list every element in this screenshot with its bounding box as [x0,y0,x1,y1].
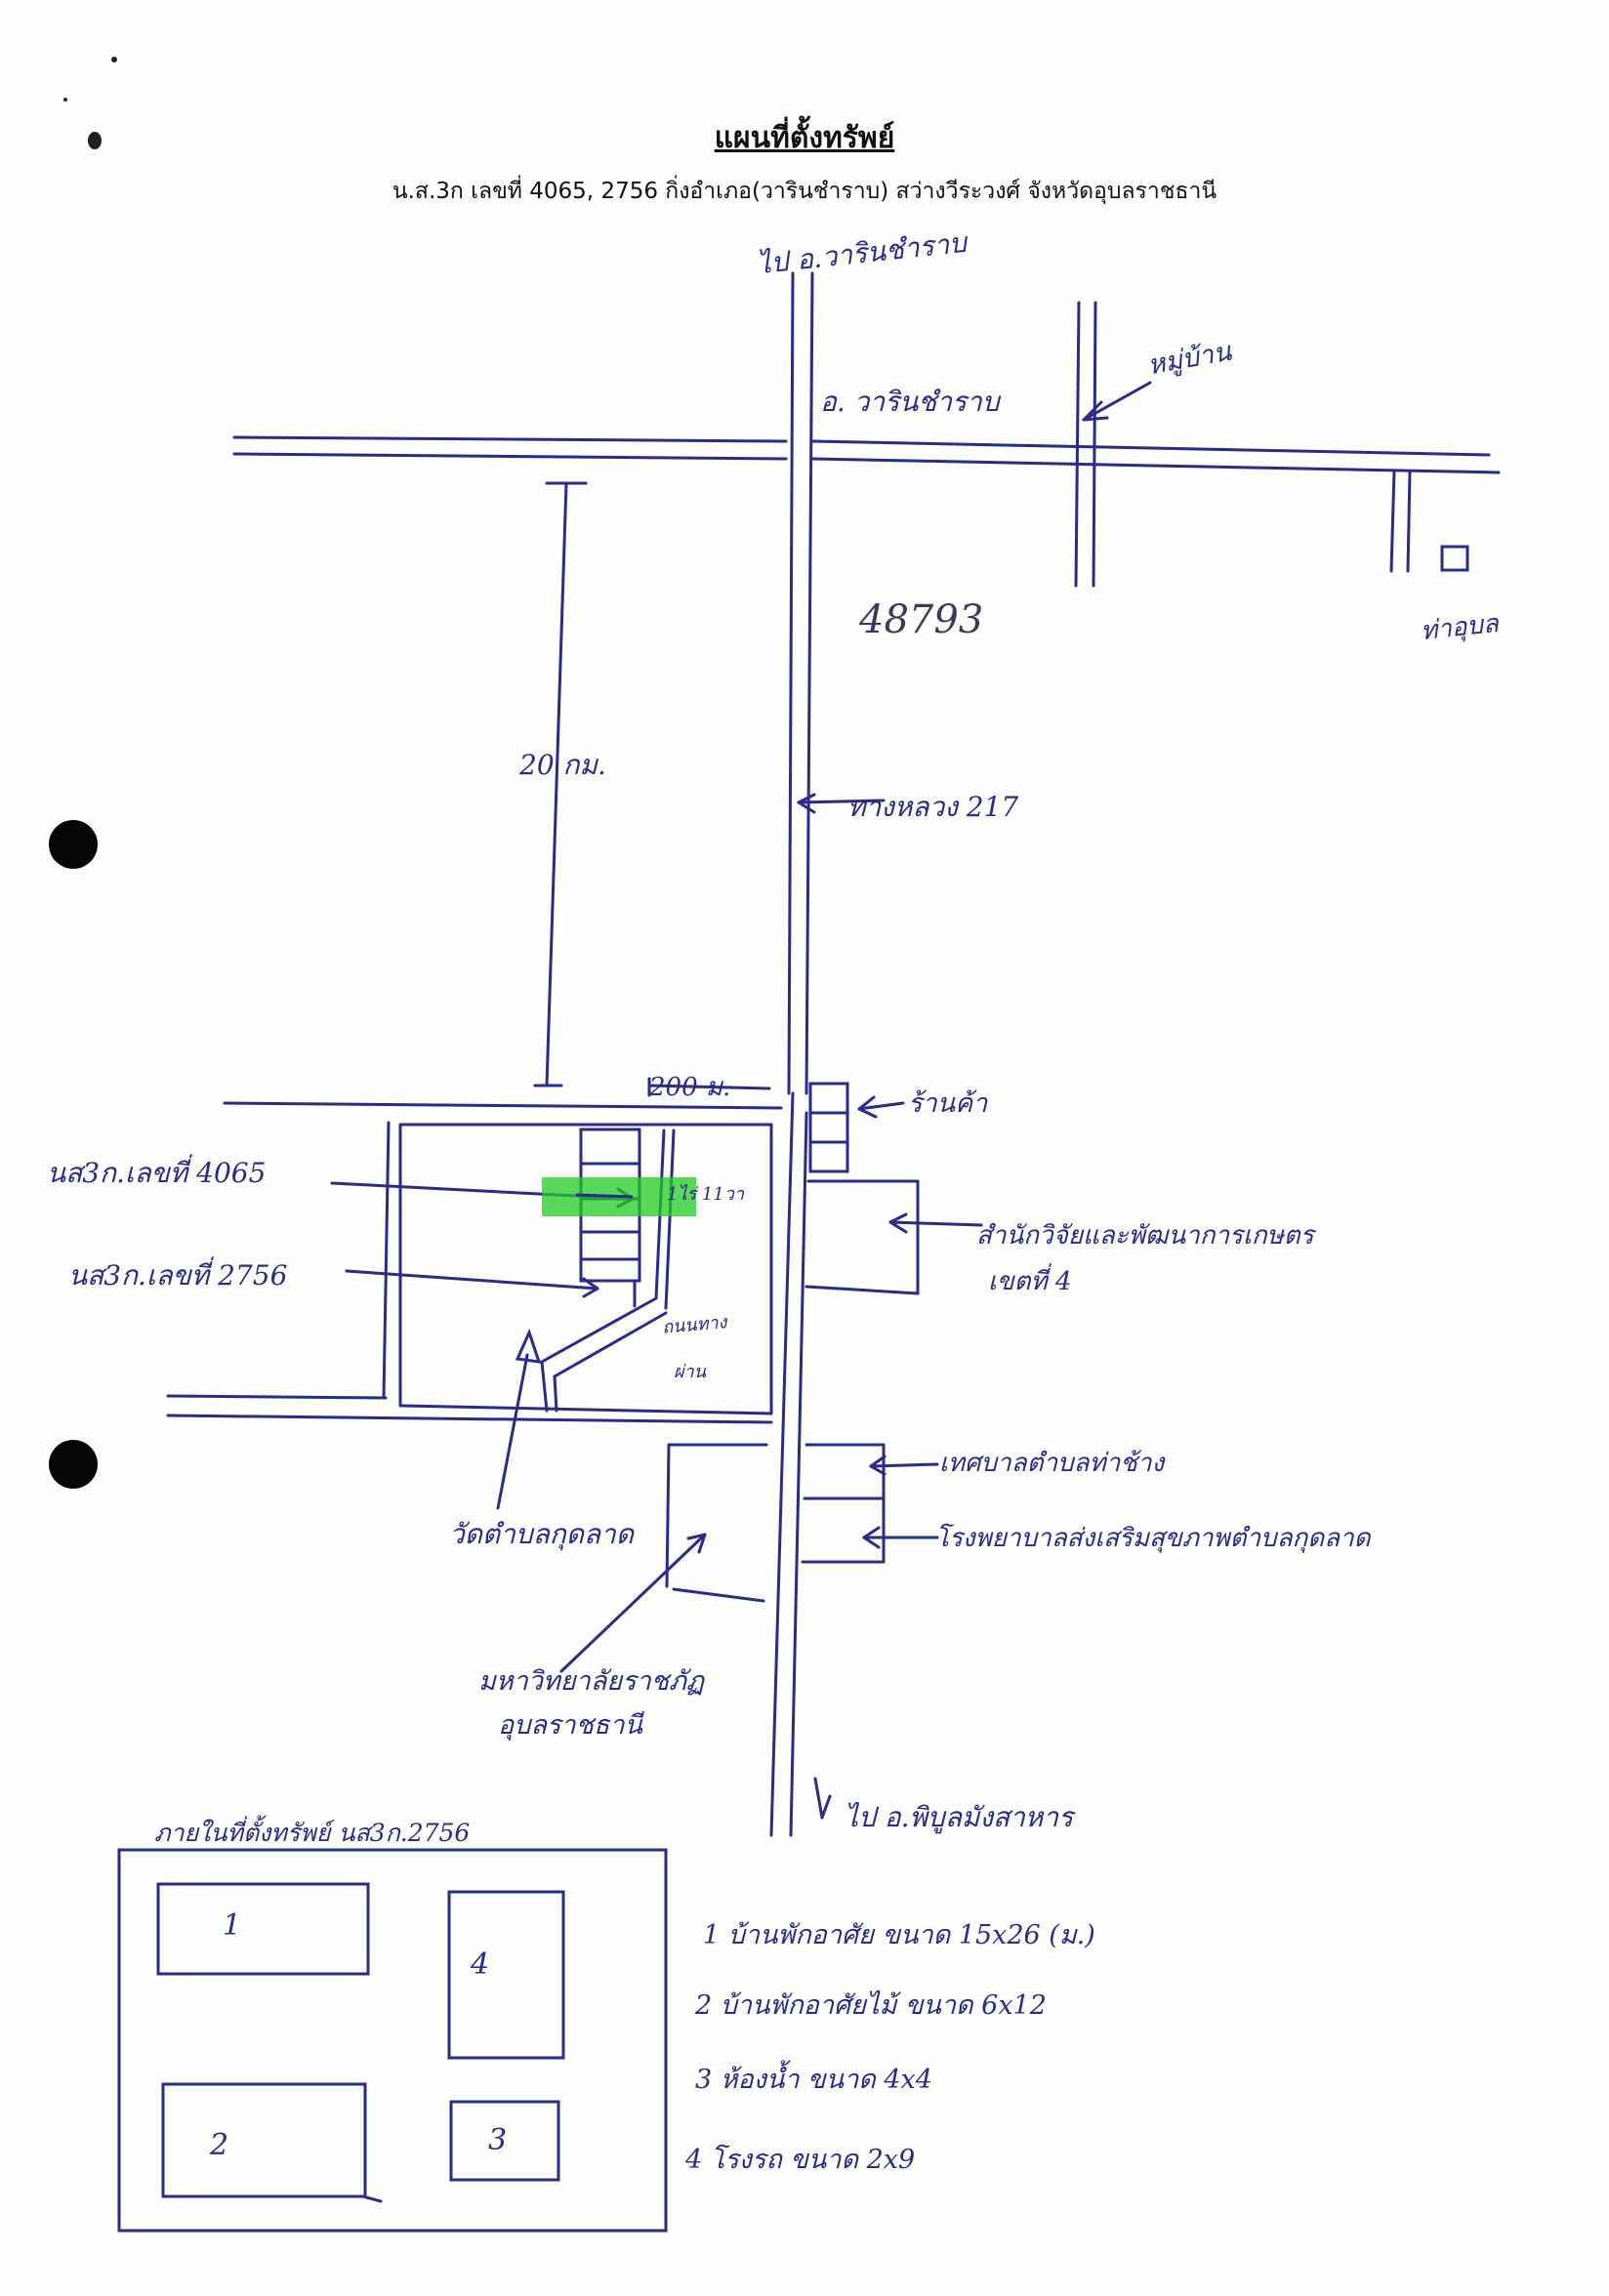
distance-line [647,1084,771,1090]
page-title: แผนที่ตั้งทรัพย์ [714,121,895,155]
arrow [813,1777,824,1820]
label-number: 48793 [859,597,984,642]
label-top-road: อ. วารินชำราบ [820,386,1000,418]
arrow [869,1462,939,1468]
distance-line [545,481,568,1087]
layout-frame [117,1848,668,2233]
layout-building-2 [161,2082,367,2198]
punch-hole-bottom [49,1440,98,1489]
side-road-line [166,1414,773,1424]
landmark-square [1440,545,1469,572]
label-access-road: ถนนทาง [661,1312,728,1338]
arrow [857,1101,905,1111]
top-road-line [232,435,788,443]
top-road-line [232,452,788,461]
label-office: สำนักวิจัยและพัฒนาการเกษตร [976,1221,1314,1250]
label-highway: ทางหลวง 217 [847,791,1019,823]
top-road-line [810,439,1491,457]
label-right-building-1: ร้านค้า [908,1088,988,1119]
label-temple: วัดตำบลกุดลาด [449,1518,634,1550]
arrow [345,1269,599,1291]
layout-building-3 [449,2100,560,2182]
label-plot-area: 1ไร่ 11วา [667,1184,745,1205]
label-hospital: โรงพยาบาลส่งเสริมสุขภาพตำบลกุดลาด [935,1524,1371,1553]
layout-building-4 [447,1890,565,2060]
label-plot-4065: นส3ก.เลขที่ 4065 [47,1157,267,1189]
label-municipality: เทศบาลตำบลท่าช้าง [939,1449,1165,1478]
page-subtitle: น.ส.3ก เลขที่ 4065, 2756 กิ่งอำเภอ(วาริน… [392,179,1217,204]
label-college: มหาวิทยาลัยราชภัฏ [478,1666,704,1697]
label-plot-2756: นส3ก.เลขที่ 2756 [68,1259,288,1292]
label-landmark: ท่าอุบล [1419,608,1501,647]
side-road-line [382,1121,391,1400]
side-road-line [223,1101,783,1110]
plot-border [400,1404,773,1415]
arrow [797,799,886,804]
small-road-line [1389,469,1396,573]
legend-item-3: 3 ห้องน้ำ ขนาด 4x4 [695,2065,932,2095]
second-road-line [1074,301,1081,588]
arrow [888,1220,983,1227]
ink-speck [111,57,117,62]
label-access-road-2: ผ่าน [674,1362,706,1382]
label-zone: เขตที่ 4 [988,1267,1072,1296]
label-distance-m: 200 ม. [649,1073,731,1102]
ink-speck [88,132,102,149]
punch-hole-top [49,820,98,869]
label-distance-km: 20 กม. [519,749,606,781]
legend-item-1: 1 บ้านพักอาศัย ขนาด 15x26 (ม.) [703,1920,1095,1950]
main-road-line [789,1111,808,1837]
main-road-line [769,1091,795,1837]
small-road-line [1406,471,1412,573]
ink-speck [63,98,67,102]
legend-item-2: 2 บ้านพักอาศัยไม้ ขนาด 6x12 [695,1990,1047,2021]
layout-marker-4: 4 [471,1948,490,1982]
building-blocks [808,1082,849,1173]
side-road-line [166,1394,388,1400]
second-road-line [1092,301,1097,588]
arrow [496,1353,529,1510]
layout-marker-2: 2 [210,2128,229,2162]
main-road-line [787,271,795,1095]
legend-item-4: 4 โรงรถ ขนาด 2x9 [685,2145,916,2175]
arrow [1082,381,1152,422]
layout-marker-3: 3 [488,2123,508,2157]
label-layout-title: ภายในที่ตั้งทรัพย์ นส3ก.2756 [154,1819,471,1847]
label-college-2: อุบลราชธานี [498,1710,642,1741]
top-road-line [810,457,1501,474]
layout-marker-1: 1 [223,1908,242,1943]
main-road-line [804,271,814,1095]
arrow [559,1533,707,1673]
label-direction-south: ไป อ.พิบูลมังสาหาร [845,1801,1074,1833]
access-road-line [540,1296,658,1364]
layout-building-1 [156,1882,370,1976]
